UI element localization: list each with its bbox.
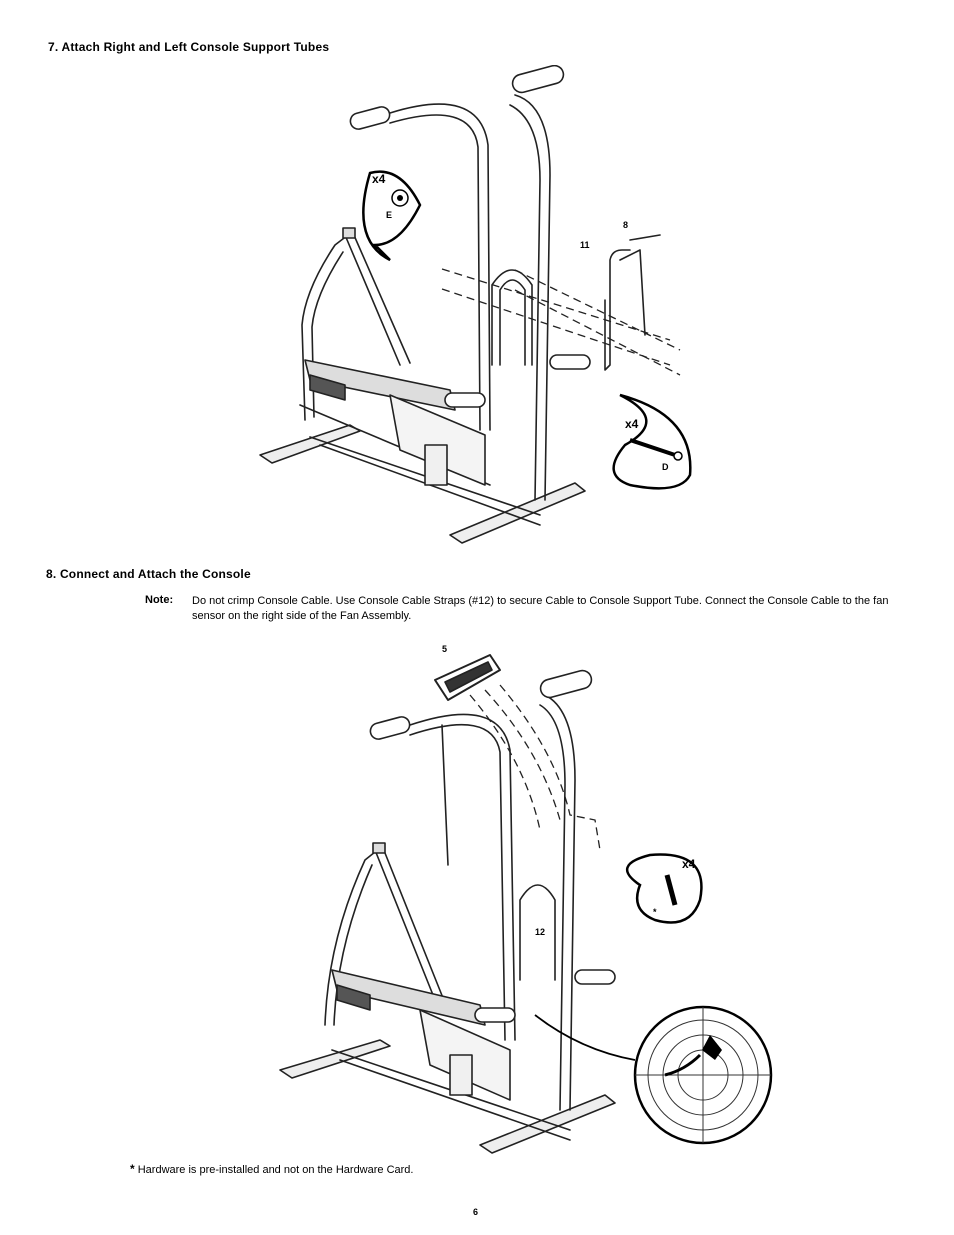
bolt-letter-label: D <box>662 462 669 472</box>
page-number: 6 <box>473 1207 479 1217</box>
step-7-illustration: x4 E x4 D 8 11 <box>259 65 692 544</box>
part-11-label: 11 <box>580 240 590 250</box>
strap-part-label: 12 <box>535 927 545 937</box>
screw-mark-label: * <box>653 907 657 917</box>
bushing-qty-label: x4 <box>372 172 386 186</box>
footnote-text: Hardware is pre-installed and not on the… <box>134 1164 414 1176</box>
step-8-heading: 8. Connect and Attach the Console <box>46 567 251 581</box>
footnote: * Hardware is pre-installed and not on t… <box>130 1162 413 1176</box>
screw-qty-label: x4 <box>682 857 696 871</box>
step-8-illustration: 5 x4 * 12 <box>279 644 773 1154</box>
bushing-letter-label: E <box>386 210 392 220</box>
step-7-heading: 7. Attach Right and Left Console Support… <box>48 40 330 54</box>
bolt-qty-label: x4 <box>625 417 639 431</box>
footnote-mark: * <box>130 1162 135 1176</box>
console-part-label: 5 <box>442 644 447 654</box>
note-text: Do not crimp Console Cable. Use Console … <box>192 595 889 622</box>
note-label: Note: <box>145 594 174 606</box>
part-8-label: 8 <box>623 220 628 230</box>
